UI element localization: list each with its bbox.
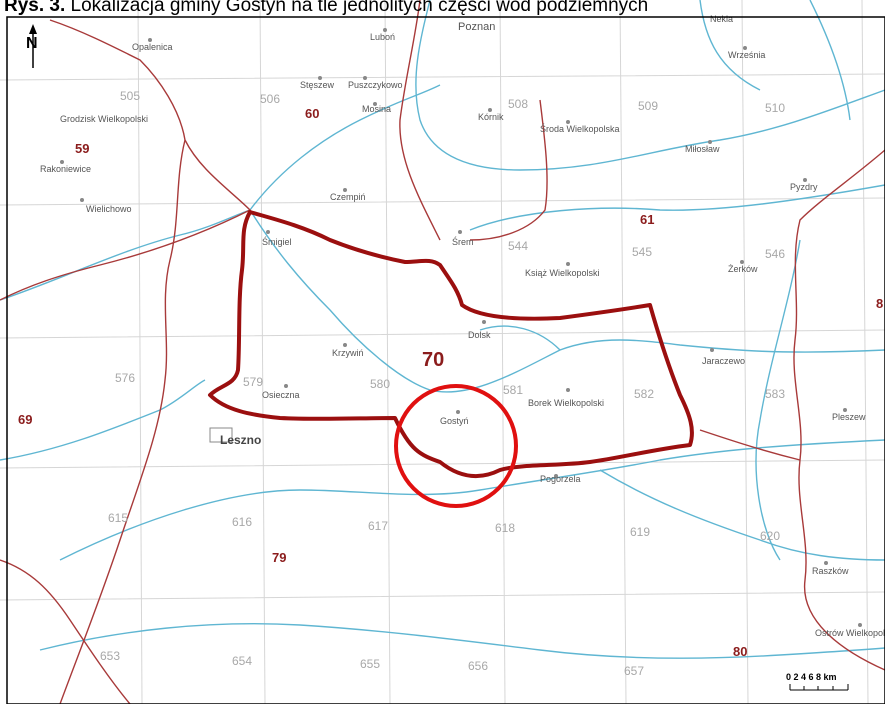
town-label: Września: [728, 50, 765, 60]
town-label: Śmigiel: [262, 236, 292, 247]
town-label: Osieczna: [262, 390, 300, 400]
grid-number-labels: 505 506 508 509 510 544 545 546 576 579 …: [100, 89, 785, 678]
region-number: 61: [640, 212, 654, 227]
region-number: 80: [733, 644, 747, 659]
town-label: Pyzdry: [790, 182, 818, 192]
caption-prefix: Rys. 3.: [4, 0, 66, 16]
town-label: Opalenica: [132, 42, 173, 52]
town-label: Gostyń: [440, 416, 469, 426]
town-label: Poznan: [458, 21, 495, 33]
grid-number: 618: [495, 521, 515, 535]
town-label: Leszno: [220, 433, 261, 447]
town-label: Raszków: [812, 566, 849, 576]
town-label: Krzywiń: [332, 348, 364, 358]
grid-number: 654: [232, 654, 252, 668]
town-label: Pogorzela: [540, 474, 581, 484]
town-label: Rakoniewice: [40, 164, 91, 174]
scale-bar: 0 2 4 6 8 km: [786, 672, 849, 691]
grid-number: 656: [468, 659, 488, 673]
grid-number: 581: [503, 383, 523, 397]
grid-number: 583: [765, 387, 785, 401]
grid-number: 510: [765, 101, 785, 115]
town-label: Pleszew: [832, 412, 866, 422]
town-label: Miłosław: [685, 144, 720, 154]
grid-number: 544: [508, 239, 528, 253]
town-label: Dolsk: [468, 330, 491, 340]
grid-number: 657: [624, 664, 644, 678]
town-label: Śrem: [452, 236, 474, 247]
grid-number: 619: [630, 525, 650, 539]
region-number: 60: [305, 106, 319, 121]
grid-number: 653: [100, 649, 120, 663]
figure-caption: Rys. 3. Lokalizacja gminy Gostyń na tle …: [4, 0, 884, 17]
caption-text: Lokalizacja gminy Gostyń na tle jednolit…: [70, 0, 649, 16]
town-label: Wielichowo: [86, 204, 132, 214]
north-arrow-label: N: [26, 35, 38, 52]
town-label: Puszczykowo: [348, 80, 403, 90]
town-labels: Opalenica Poznan Luboń Nekla Września St…: [40, 14, 885, 638]
highlighted-unit-label: 70: [422, 349, 444, 371]
grid-number: 579: [243, 375, 263, 389]
gostyn-highlight-circle: [394, 384, 518, 508]
rivers: [0, 0, 885, 659]
town-label: Borek Wielkopolski: [528, 398, 604, 408]
town-label: Nekla: [710, 14, 733, 24]
town-label: Książ Wielkopolski: [525, 268, 600, 278]
north-arrow: N: [26, 24, 38, 68]
grid-number: 580: [370, 377, 390, 391]
town-label: Czempiń: [330, 192, 366, 202]
scale-bar-label: 0 2 4 6 8 km: [786, 672, 837, 682]
grid-number: 576: [115, 371, 135, 385]
grid-number: 582: [634, 387, 654, 401]
region-number: 8: [876, 296, 883, 311]
grid-number: 655: [360, 657, 380, 671]
region-number-labels: 59 60 61 69 70 79 80 8: [18, 106, 883, 659]
grid-number: 505: [120, 89, 140, 103]
grid-number: 620: [760, 529, 780, 543]
town-label: Żerków: [728, 264, 758, 274]
grid-number: 546: [765, 247, 785, 261]
grid-number: 615: [108, 511, 128, 525]
town-label: Grodzisk Wielkopolski: [60, 114, 148, 124]
grid-number: 506: [260, 92, 280, 106]
town-label: Stęszew: [300, 80, 335, 90]
grid-number: 616: [232, 515, 252, 529]
town-label: Luboń: [370, 32, 395, 42]
region-number: 79: [272, 550, 286, 565]
region-number: 69: [18, 412, 32, 427]
highlighted-unit-70-boundary: [208, 210, 694, 479]
town-label: Jaraczewo: [702, 356, 745, 366]
town-label: Ostrów Wielkopolski: [815, 628, 885, 638]
grid-number: 545: [632, 245, 652, 259]
town-label: Kórnik: [478, 112, 504, 122]
grid-number: 509: [638, 99, 658, 113]
region-number: 59: [75, 141, 89, 156]
town-label: Środa Wielkopolska: [540, 123, 620, 134]
town-label: Mosina: [362, 104, 391, 114]
grid-number: 617: [368, 519, 388, 533]
grid-number: 508: [508, 97, 528, 111]
